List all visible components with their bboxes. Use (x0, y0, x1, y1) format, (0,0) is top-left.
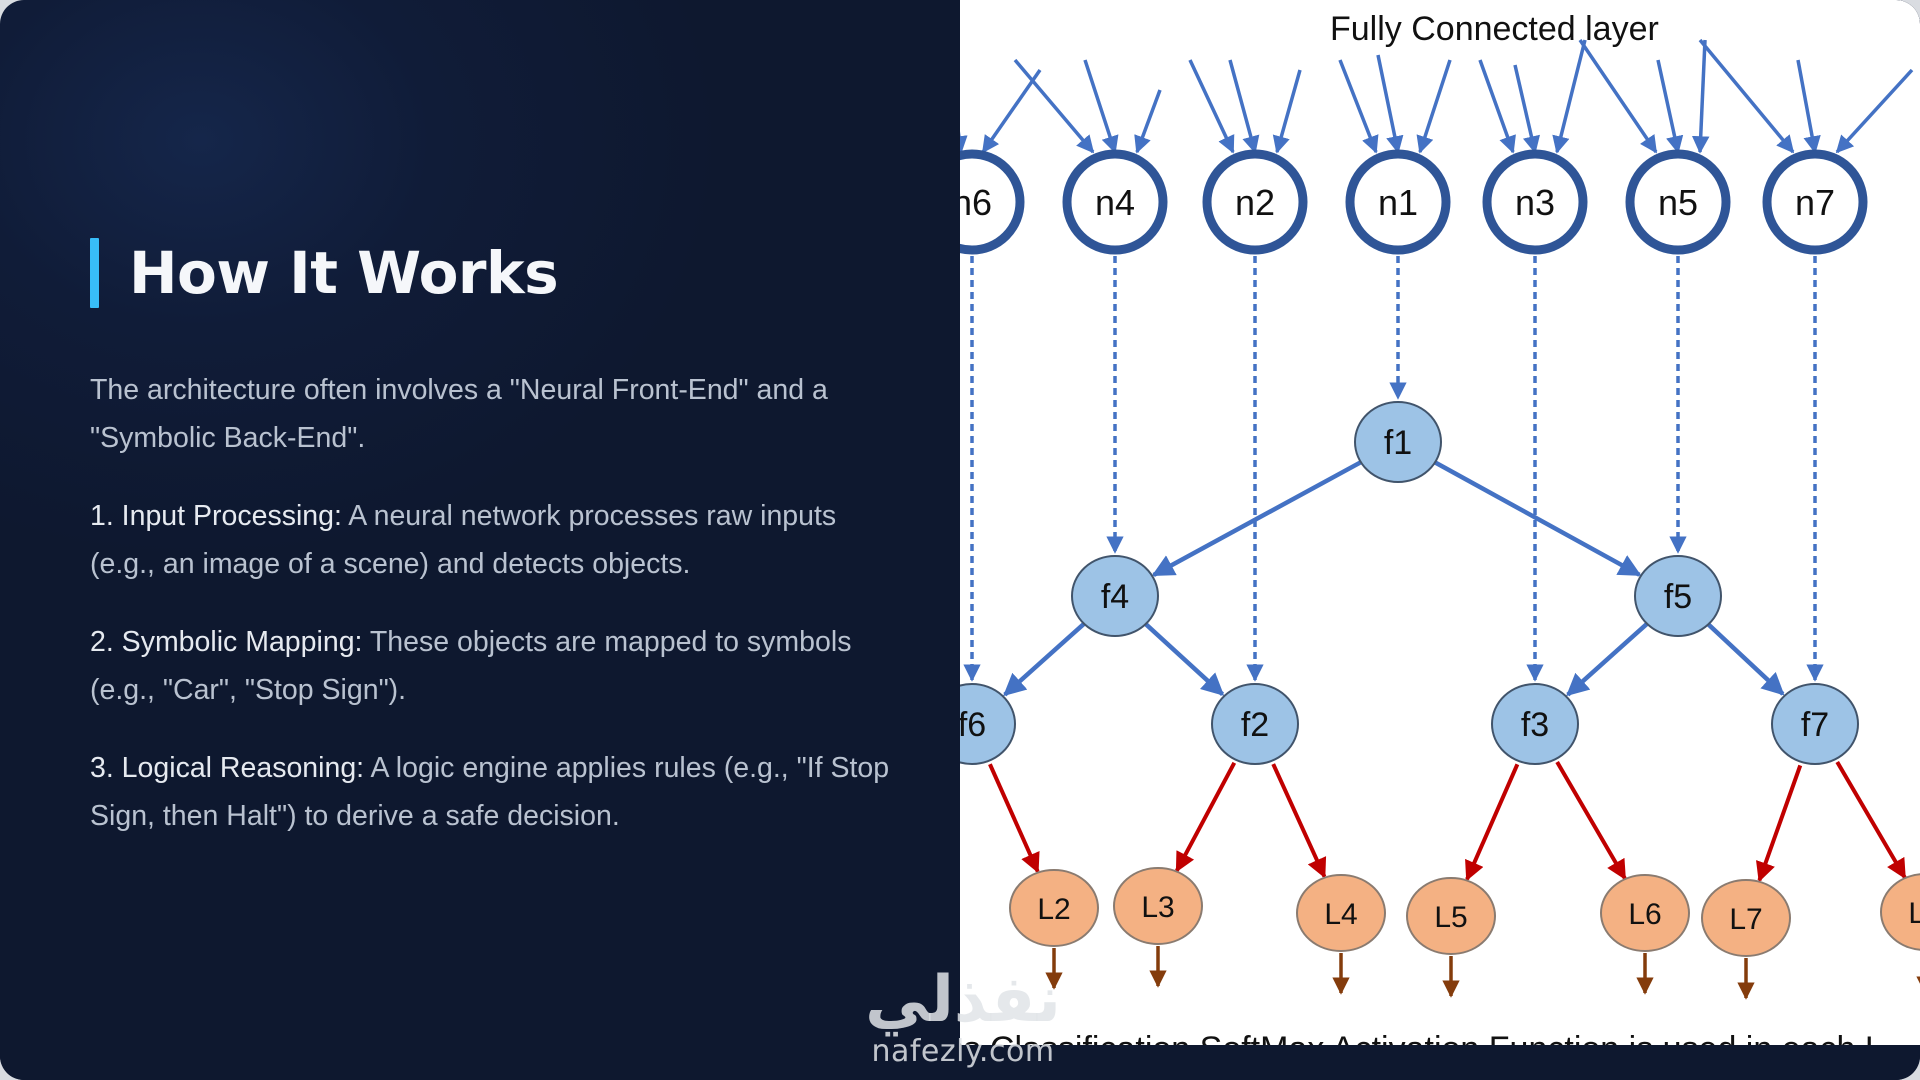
tree-edge (1566, 622, 1649, 697)
feature-node-circle (1071, 555, 1159, 637)
feature-node-circle (1634, 555, 1722, 637)
fan-in-arrow (1656, 59, 1684, 154)
input-node-circle (1762, 149, 1868, 255)
leaf-node-circle (1600, 874, 1690, 952)
fan-in-arrow (1134, 89, 1162, 154)
text-panel: How It Works The architecture often invo… (90, 238, 890, 870)
feature-node-circle (1211, 683, 1299, 765)
step-1: 1. Input Processing: A neural network pr… (90, 492, 890, 588)
input-node-label: n6 (960, 182, 992, 223)
fan-in-arrow (1691, 39, 1710, 154)
step-3-text: A logic engine applies rules (e.g., "If … (90, 752, 890, 832)
fan-in-arrow (1578, 39, 1658, 154)
input-node-circle (1482, 149, 1588, 255)
feature-node-circle (1771, 683, 1859, 765)
feature-node-label: f4 (1101, 578, 1129, 616)
title-block: How It Works (90, 238, 559, 308)
input-node-label: n2 (1235, 182, 1275, 223)
step-1-text: A neural network processes raw inputs (e… (90, 500, 837, 580)
input-node-label: n7 (1795, 182, 1835, 223)
leaf-node-label: L8 (1908, 897, 1920, 930)
leaf-edge (1756, 764, 1803, 883)
title-accent-bar (90, 238, 99, 308)
input-node-label: n1 (1378, 182, 1418, 223)
leaf-edge (1465, 763, 1520, 882)
fan-in-arrow (1013, 58, 1095, 154)
tree-edge (1707, 623, 1785, 696)
fan-in-arrow (1272, 69, 1302, 154)
fan-in-arrow (1376, 54, 1404, 154)
tree-edge (1003, 622, 1086, 697)
feature-node-label: f2 (1241, 706, 1269, 744)
feature-node-circle (1354, 401, 1442, 483)
tree-edge (1151, 460, 1363, 577)
input-node-label: n3 (1515, 182, 1555, 223)
leaf-edge (1835, 760, 1907, 880)
diagram-caption: lass Classification SoftMax Activation F… (960, 1030, 1884, 1045)
input-node-circle (1345, 149, 1451, 255)
leaf-node-label: L6 (1628, 898, 1661, 931)
fan-in-arrow (960, 131, 968, 154)
feature-node-label: f6 (960, 706, 986, 744)
leaf-edge (1271, 763, 1327, 879)
input-node-label: n5 (1658, 182, 1698, 223)
step-3: 3. Logical Reasoning: A logic engine app… (90, 744, 890, 840)
tree-edge (1433, 460, 1642, 577)
diagram-title: Fully Connected layer (1330, 10, 1659, 48)
leaf-node-circle (1880, 873, 1920, 951)
leaf-node-circle (1406, 877, 1496, 955)
fan-in-arrow (1338, 59, 1379, 154)
fan-in-arrow (1416, 59, 1452, 154)
leaf-edge (1555, 761, 1627, 881)
step-1-label: 1. Input Processing: (90, 500, 342, 532)
feature-node-label: f3 (1521, 706, 1549, 744)
leaf-node-label: L5 (1434, 901, 1467, 934)
feature-node-circle (960, 683, 1016, 765)
leaf-node-circle (1113, 867, 1203, 945)
input-node-circle (1625, 149, 1731, 255)
step-2-label: 2. Symbolic Mapping: (90, 626, 363, 658)
input-node-circle (1202, 149, 1308, 255)
fan-in-arrow (1083, 59, 1119, 154)
leaf-node-circle (1009, 869, 1099, 947)
leaf-node-label: L3 (1141, 891, 1174, 924)
tree-diagram: Fully Connected layer n6 n4 n2 n1 n3 n5 n7 f1 f4… (960, 10, 1920, 1045)
leaf-edge (988, 763, 1040, 874)
diagram-panel: Fully Connected layer n6 n4 n2 n1 n3 n5 n7 f1 f4… (960, 0, 1920, 1045)
input-node-circle (1062, 149, 1168, 255)
fan-in-arrow (1796, 59, 1821, 154)
input-node-circle (960, 149, 1025, 255)
feature-node-label: f7 (1801, 706, 1829, 744)
leaf-node-circle (1701, 879, 1791, 957)
feature-node-label: f5 (1664, 578, 1692, 616)
fan-in-arrow (981, 69, 1042, 154)
feature-node-label: f1 (1384, 424, 1412, 462)
intro-paragraph: The architecture often involves a "Neura… (90, 374, 828, 454)
step-2: 2. Symbolic Mapping: These objects are m… (90, 618, 890, 714)
fan-in-arrow (1513, 64, 1540, 154)
leaf-node-label: L2 (1037, 893, 1070, 926)
tree-edge (1144, 622, 1225, 696)
fan-in-arrow (1698, 38, 1795, 154)
leaf-node-label: L7 (1729, 903, 1762, 936)
fan-in-arrow (1188, 59, 1235, 154)
fan-in-arrow (1228, 59, 1260, 154)
fan-in-arrow (1835, 68, 1914, 154)
leaf-node-circle (1296, 874, 1386, 952)
bottom-bar (0, 1045, 1920, 1080)
step-2-text: These objects are mapped to symbols (e.g… (90, 626, 852, 706)
input-node-label: n4 (1095, 182, 1135, 223)
fan-in-arrow (1552, 39, 1587, 154)
slide-title: How It Works (129, 239, 559, 307)
fan-in-arrow (1478, 59, 1516, 154)
leaf-edge (1175, 761, 1237, 873)
feature-node-circle (1491, 683, 1579, 765)
leaf-node-label: L4 (1324, 898, 1357, 931)
step-3-label: 3. Logical Reasoning: (90, 752, 365, 784)
slide-body: The architecture often involves a "Neura… (90, 366, 890, 870)
